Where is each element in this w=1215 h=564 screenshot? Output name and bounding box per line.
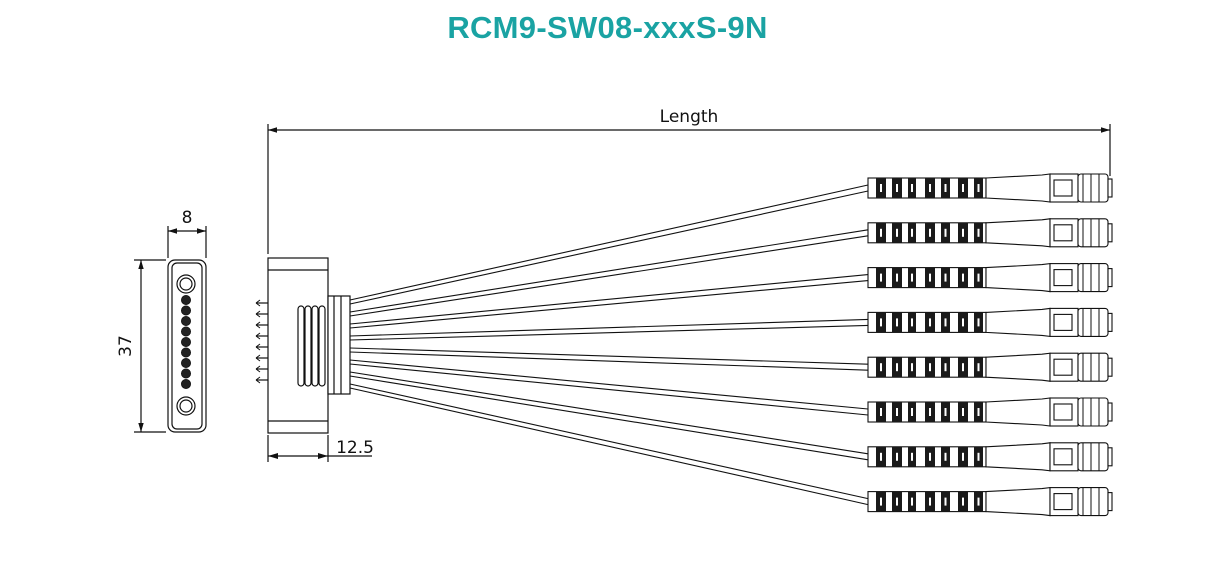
fiber-cable: [349, 371, 869, 461]
top-mounting-hole-inner: [179, 277, 193, 291]
fiber-terminals: [867, 173, 1113, 517]
side-view: [255, 124, 1113, 517]
fiber-cable: [349, 318, 869, 341]
fiber-terminal: [867, 262, 1113, 293]
contact: [180, 357, 191, 368]
contact: [180, 305, 191, 316]
contact: [180, 326, 191, 337]
contact-column: [180, 294, 191, 389]
front-view: [134, 226, 207, 433]
contact: [180, 347, 191, 358]
bottom-mounting-hole: [176, 396, 196, 416]
connector-pin: [255, 343, 268, 351]
contact: [180, 368, 191, 379]
fiber-cable: [349, 184, 869, 305]
contact: [180, 336, 191, 347]
fiber-terminal: [867, 352, 1113, 382]
connector-pin: [255, 376, 268, 384]
length-dimension-label: Length: [660, 107, 719, 127]
cable-bundle: [349, 184, 869, 506]
fiber-cable: [349, 383, 869, 506]
cable-collar: [327, 295, 351, 395]
connector-pin: [255, 354, 268, 362]
connector-pin: [255, 321, 268, 329]
fiber-cable: [349, 274, 869, 329]
fiber-terminal: [867, 486, 1113, 517]
front-view-inner-outline: [171, 262, 203, 430]
fiber-terminal: [867, 442, 1113, 472]
contact: [180, 315, 191, 326]
contact: [180, 378, 191, 389]
connector-pin: [255, 365, 268, 373]
connector-pin: [255, 299, 268, 307]
fiber-terminal: [867, 307, 1113, 338]
fiber-cable: [349, 347, 869, 371]
bottom-mounting-hole-inner: [179, 399, 193, 413]
connector-pin: [255, 332, 268, 340]
fiber-terminal: [867, 218, 1113, 248]
height-dimension-label: 37: [116, 335, 136, 357]
depth-dimension-label: 12.5: [336, 438, 374, 458]
housing-grip-ribs: [297, 305, 326, 387]
drawing-title: RCM9-SW08-xxxS-9N: [447, 10, 768, 45]
fiber-terminal: [867, 397, 1113, 427]
connector-pin: [255, 310, 268, 318]
contact: [180, 294, 191, 305]
top-mounting-hole: [176, 274, 196, 294]
width-dimension-label: 8: [182, 208, 193, 228]
fiber-cable: [349, 229, 869, 317]
connector-pins: [255, 299, 268, 384]
fiber-cable: [349, 359, 869, 416]
fiber-terminal: [867, 173, 1113, 203]
